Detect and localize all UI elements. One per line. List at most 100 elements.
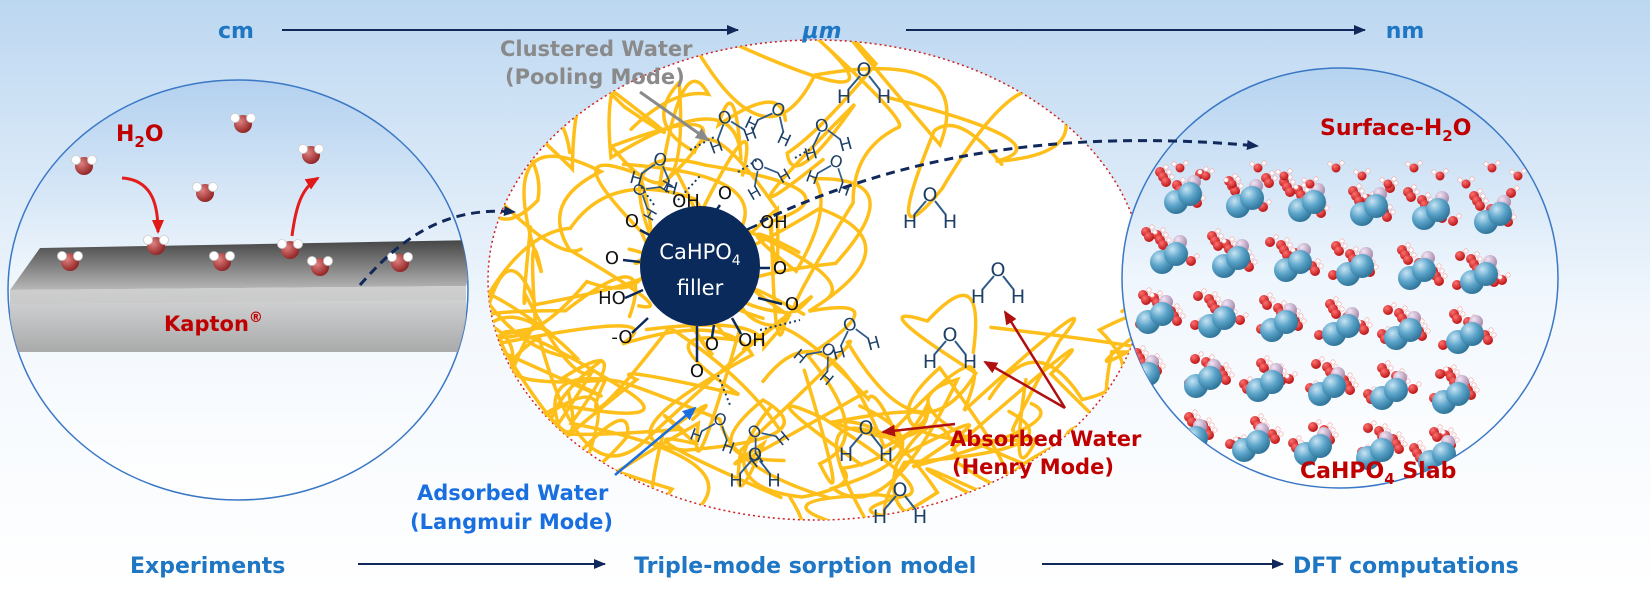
surface-water-hydrogen — [1287, 168, 1293, 174]
slab-unit — [1207, 228, 1258, 278]
surface-water-oxygen — [1461, 179, 1471, 189]
surface-water-hydrogen — [1235, 176, 1241, 182]
polymer-chain — [787, 404, 1032, 520]
scale-cm: cm — [218, 19, 254, 44]
surface-group-label: O — [773, 258, 787, 279]
polymer-chain — [987, 222, 1144, 402]
slab-unit — [1469, 185, 1520, 234]
surface-water-hydrogen — [1457, 177, 1463, 183]
surface-group-label: O — [625, 211, 639, 232]
desorption-arrow — [290, 176, 320, 237]
surface-h2o-label: Surface-H2O — [1320, 116, 1471, 145]
surface-water-hydrogen — [1183, 160, 1189, 166]
slab-unit — [1328, 238, 1379, 286]
slab-label: CaHPO4 Slab — [1300, 459, 1456, 488]
zoom-arrow-left — [358, 206, 516, 286]
polymer-chain — [488, 40, 548, 221]
water-molecule — [71, 155, 97, 175]
dft-label: DFT computations — [1293, 554, 1519, 579]
slab-unit — [1190, 288, 1249, 338]
hydrogen-atom: H — [913, 506, 927, 528]
polymer-chain — [488, 225, 630, 520]
hydrogen-bond — [639, 184, 655, 206]
filler-bond — [730, 317, 743, 335]
surface-water-hydrogen — [1223, 177, 1229, 183]
slab-unit — [1239, 355, 1298, 402]
hydrogen-atom: H — [837, 134, 855, 157]
polymer-chain — [509, 314, 790, 458]
surface-water-hydrogen — [1197, 169, 1203, 175]
oxygen-atom: O — [991, 259, 1006, 281]
hydrogen-bond — [794, 147, 813, 159]
langmuir-mode-label: (Langmuir Mode) — [410, 510, 613, 534]
surface-water-hydrogen — [1353, 169, 1359, 175]
bottom-row: Experiments Triple-mode sorption model D… — [130, 554, 1519, 579]
polymer-chain — [608, 78, 777, 209]
slab-unit — [1256, 292, 1307, 342]
filler-label-line2: filler — [677, 276, 724, 300]
surface-water-oxygen — [1227, 179, 1237, 189]
water-molecule — [57, 251, 83, 271]
surface-water-oxygen — [1383, 179, 1393, 189]
surface-water-hydrogen — [1509, 169, 1515, 175]
surface-water-oxygen — [1435, 171, 1445, 181]
slab-unit — [1363, 360, 1422, 410]
surface-water-oxygen — [1279, 171, 1289, 181]
hydrogen-atom: H — [830, 342, 848, 365]
hydrogen-atom: H — [971, 286, 985, 308]
surface-water-hydrogen — [1339, 160, 1345, 166]
hydrogen-atom: H — [839, 444, 853, 466]
polymer-chain — [834, 316, 1077, 520]
oxygen-atom: O — [923, 184, 938, 206]
filler-bond — [622, 258, 641, 264]
surface-group-label: HO — [598, 288, 626, 309]
oxygen-atom: O — [841, 314, 859, 337]
surface-water-hydrogen — [1469, 176, 1475, 182]
oxygen-atom: O — [748, 445, 762, 466]
cahpo4-filler — [640, 206, 760, 326]
hydrogen-atom: H — [963, 351, 977, 373]
filler-label-line1: CaHPO4 — [659, 240, 741, 269]
surface-water-hydrogen — [1249, 161, 1255, 167]
slab-unit — [1141, 224, 1200, 274]
filler-bond — [757, 296, 783, 306]
water-structure: OHH — [707, 107, 760, 159]
oxygen-atom: O — [857, 59, 872, 81]
absorption-arrow — [121, 176, 164, 234]
surface-water-hydrogen — [1365, 168, 1371, 174]
surface-water-hydrogen — [1417, 160, 1423, 166]
surface-water-hydrogen — [1261, 160, 1267, 166]
hydrogen-atom: H — [923, 351, 937, 373]
absorbed-water-label: Absorbed Water — [950, 427, 1142, 451]
surface-water-hydrogen — [1379, 177, 1385, 183]
slab-unit — [1184, 351, 1235, 398]
surface-water-hydrogen — [1313, 176, 1319, 182]
hydrogen-atom: H — [903, 211, 917, 233]
slab-unit — [1314, 296, 1373, 346]
filler-bond — [631, 317, 649, 334]
surface-group-label: -O — [611, 327, 632, 348]
hydrogen-atom: H — [879, 444, 893, 466]
slab-unit — [1155, 164, 1209, 214]
hydrogen-atom: H — [627, 168, 645, 191]
surface-water-hydrogen — [1431, 169, 1437, 175]
surface-water-oxygen — [1253, 163, 1263, 173]
surface-group-label: O — [718, 183, 732, 204]
surface-group-label: O — [705, 334, 719, 355]
surface-group-label: O — [605, 248, 619, 269]
hydrogen-atom: H — [662, 177, 680, 200]
surface-water-hydrogen — [1405, 161, 1411, 167]
adsorbed-water-label: Adsorbed Water — [417, 481, 609, 505]
henry-arrow-1 — [1003, 310, 1067, 409]
henry-mode-label: (Henry Mode) — [952, 455, 1114, 479]
surface-water-hydrogen — [1171, 161, 1177, 167]
